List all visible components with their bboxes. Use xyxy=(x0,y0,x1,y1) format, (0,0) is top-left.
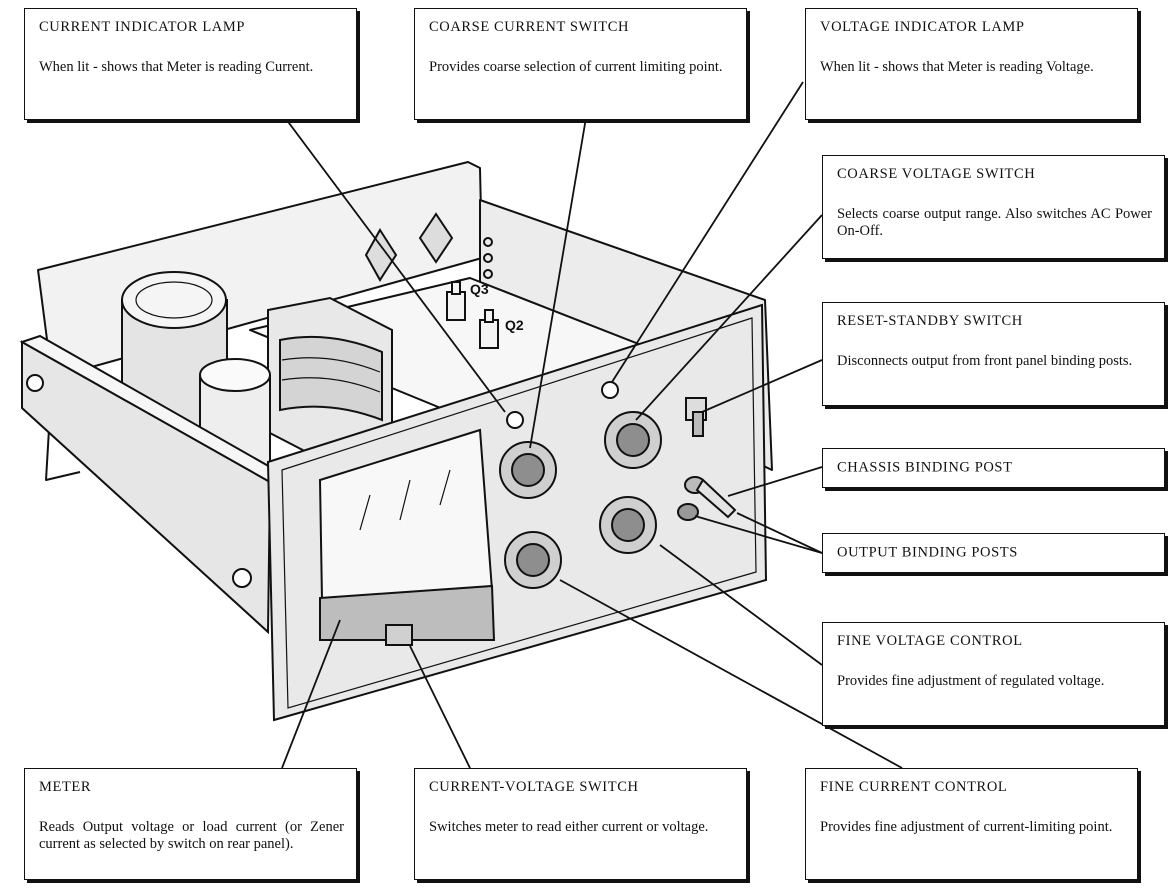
callout-title: CHASSIS BINDING POST xyxy=(837,460,1013,477)
current-indicator-lamp-graphic xyxy=(507,412,523,428)
voltage-indicator-lamp-graphic xyxy=(602,382,618,398)
callout-description: Selects coarse output range. Also switch… xyxy=(837,206,1152,240)
callout-title: VOLTAGE INDICATOR LAMP xyxy=(820,19,1025,36)
q2-label: Q2 xyxy=(505,317,524,333)
callout-description: Provides fine adjustment of regulated vo… xyxy=(837,673,1152,690)
callout-description: Provides fine adjustment of current-limi… xyxy=(820,819,1125,836)
callout-coarse-voltage-switch: COARSE VOLTAGE SWITCH Selects coarse out… xyxy=(822,155,1165,259)
callout-title: COARSE CURRENT SWITCH xyxy=(429,19,629,36)
coarse-voltage-knob xyxy=(605,412,661,468)
callout-fine-voltage-control: FINE VOLTAGE CONTROL Provides fine adjus… xyxy=(822,622,1165,726)
callout-current-voltage-switch: CURRENT-VOLTAGE SWITCH Switches meter to… xyxy=(414,768,747,880)
callout-voltage-indicator-lamp: VOLTAGE INDICATOR LAMP When lit - shows … xyxy=(805,8,1138,120)
callout-title: OUTPUT BINDING POSTS xyxy=(837,545,1018,562)
callout-description: Switches meter to read either current or… xyxy=(429,819,734,836)
callout-title: COARSE VOLTAGE SWITCH xyxy=(837,166,1035,183)
callout-description: When lit - shows that Meter is reading V… xyxy=(820,59,1125,76)
output-binding-post-graphic xyxy=(678,504,698,520)
fine-current-knob xyxy=(505,532,561,588)
callout-current-indicator-lamp: CURRENT INDICATOR LAMP When lit - shows … xyxy=(24,8,357,120)
callout-coarse-current-switch: COARSE CURRENT SWITCH Provides coarse se… xyxy=(414,8,747,120)
fine-voltage-knob xyxy=(600,497,656,553)
callout-description: Provides coarse selection of current lim… xyxy=(429,59,734,76)
callout-title: METER xyxy=(39,779,91,796)
q3-label: Q3 xyxy=(470,281,489,297)
callout-reset-standby-switch: RESET-STANDBY SWITCH Disconnects output … xyxy=(822,302,1165,406)
callout-description: When lit - shows that Meter is reading C… xyxy=(39,59,344,76)
callout-meter: METER Reads Output voltage or load curre… xyxy=(24,768,357,880)
callout-title: FINE CURRENT CONTROL xyxy=(820,779,1007,796)
callout-title: FINE VOLTAGE CONTROL xyxy=(837,633,1023,650)
callout-chassis-binding-post: CHASSIS BINDING POST xyxy=(822,448,1165,488)
callout-description: Disconnects output from front panel bind… xyxy=(837,353,1152,370)
coarse-current-knob xyxy=(500,442,556,498)
callout-title: CURRENT-VOLTAGE SWITCH xyxy=(429,779,639,796)
callout-description: Reads Output voltage or load current (or… xyxy=(39,819,344,853)
callout-title: CURRENT INDICATOR LAMP xyxy=(39,19,245,36)
callout-title: RESET-STANDBY SWITCH xyxy=(837,313,1023,330)
callout-output-binding-posts: OUTPUT BINDING POSTS xyxy=(822,533,1165,573)
callout-fine-current-control: FINE CURRENT CONTROL Provides fine adjus… xyxy=(805,768,1138,880)
